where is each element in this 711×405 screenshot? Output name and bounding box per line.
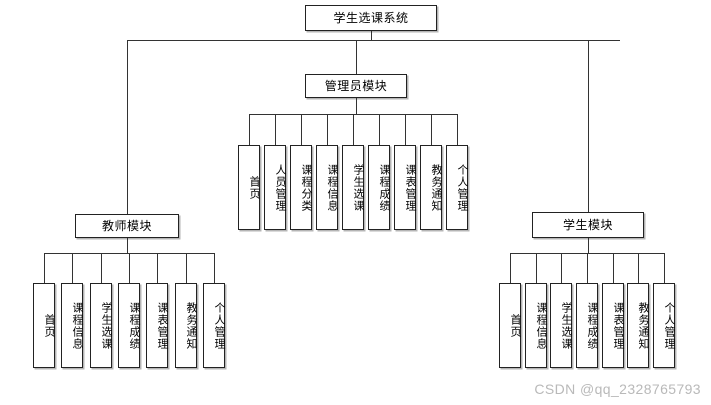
- connector-teacher-drop-1: [72, 253, 74, 283]
- node-admin-child-2[interactable]: 课程分类: [290, 145, 312, 230]
- node-admin-child-5-label: 课程成绩: [378, 163, 390, 212]
- connector-admin-drop-1: [275, 114, 276, 145]
- connector-teacher-bus: [44, 253, 214, 254]
- connector-student-bus: [509, 253, 665, 254]
- connector-admin-drop-3: [327, 114, 328, 145]
- connector-student-drop-0: [509, 253, 511, 283]
- node-admin-child-0[interactable]: 首页: [238, 145, 260, 230]
- node-module-student[interactable]: 学生模块: [532, 212, 644, 238]
- node-student-child-5[interactable]: 教务通知: [627, 283, 649, 368]
- node-admin-child-3-label: 课程信息: [326, 163, 338, 212]
- node-student-child-2[interactable]: 学生选课: [550, 283, 572, 368]
- connector-student-drop-1: [535, 253, 537, 283]
- connector-teacher-drop-6: [213, 253, 215, 283]
- node-student-child-1-label: 课程信息: [535, 301, 547, 350]
- node-teacher-child-6-label: 个人管理: [213, 301, 225, 350]
- node-admin-child-6-label: 课表管理: [404, 163, 416, 212]
- node-admin-child-2-label: 课程分类: [300, 163, 312, 212]
- node-admin-child-3[interactable]: 课程信息: [316, 145, 338, 230]
- node-teacher-child-1[interactable]: 课程信息: [61, 283, 83, 368]
- node-admin-child-0-label: 首页: [248, 175, 260, 200]
- connector-admin-stem: [356, 98, 357, 114]
- node-admin-child-6[interactable]: 课表管理: [394, 145, 416, 230]
- node-module-teacher-label: 教师模块: [101, 219, 152, 233]
- connector-admin-drop-7: [431, 114, 432, 145]
- node-teacher-child-4[interactable]: 课表管理: [146, 283, 168, 368]
- connector-student-drop-6: [664, 253, 666, 283]
- node-admin-child-1[interactable]: 人员管理: [264, 145, 286, 230]
- node-teacher-child-5-label: 教务通知: [185, 301, 197, 350]
- connector-teacher-drop-0: [44, 253, 46, 283]
- node-teacher-child-3-label: 课程成绩: [128, 301, 140, 350]
- connector-root-to-admin: [356, 40, 357, 74]
- node-teacher-child-5[interactable]: 教务通知: [175, 283, 197, 368]
- node-admin-child-8[interactable]: 个人管理: [446, 145, 468, 230]
- node-admin-child-4-label: 学生选课: [352, 163, 364, 212]
- connector-student-drop-3: [587, 253, 588, 283]
- node-student-child-0-label: 首页: [509, 313, 521, 338]
- connector-teacher-drop-5: [185, 253, 187, 283]
- connector-student-drop-4: [612, 253, 614, 283]
- connector-admin-drop-2: [301, 114, 302, 145]
- node-admin-child-8-label: 个人管理: [456, 163, 468, 212]
- node-student-child-5-label: 教务通知: [637, 301, 649, 350]
- node-teacher-child-2-label: 学生选课: [100, 301, 112, 350]
- node-module-admin[interactable]: 管理员模块: [305, 74, 407, 98]
- connector-teacher-drop-4: [157, 253, 159, 283]
- connector-teacher-drop-3: [129, 253, 130, 283]
- node-teacher-child-0-label: 首页: [43, 313, 55, 338]
- connector-teacher-drop-2: [100, 253, 102, 283]
- connector-root-stem: [371, 31, 372, 40]
- node-module-student-label: 学生模块: [562, 218, 613, 232]
- connector-admin-drop-6: [405, 114, 406, 145]
- connector-student-stem: [588, 238, 589, 253]
- node-student-child-3-label: 课程成绩: [586, 301, 598, 350]
- node-admin-child-5[interactable]: 课程成绩: [368, 145, 390, 230]
- connector-teacher-stem: [127, 238, 128, 253]
- connector-root-to-student: [588, 40, 589, 212]
- connector-student-drop-5: [638, 253, 640, 283]
- connector-admin-drop-5: [379, 114, 380, 145]
- node-admin-child-4[interactable]: 学生选课: [342, 145, 364, 230]
- node-teacher-child-2[interactable]: 学生选课: [90, 283, 112, 368]
- connector-admin-drop-4: [353, 114, 354, 145]
- node-module-admin-label: 管理员模块: [324, 79, 388, 93]
- node-student-child-4[interactable]: 课表管理: [602, 283, 624, 368]
- node-student-child-0[interactable]: 首页: [499, 283, 521, 368]
- node-teacher-child-6[interactable]: 个人管理: [203, 283, 225, 368]
- connector-root-to-teacher: [127, 40, 128, 214]
- connector-admin-drop-0: [249, 114, 250, 145]
- node-module-teacher[interactable]: 教师模块: [75, 214, 179, 238]
- node-teacher-child-1-label: 课程信息: [71, 301, 83, 350]
- node-student-child-1[interactable]: 课程信息: [525, 283, 547, 368]
- node-admin-child-7[interactable]: 教务通知: [420, 145, 442, 230]
- connector-root-bus: [128, 40, 620, 41]
- node-student-child-3[interactable]: 课程成绩: [576, 283, 598, 368]
- node-teacher-child-0[interactable]: 首页: [33, 283, 55, 368]
- node-root-label: 学生选课系统: [333, 11, 409, 25]
- node-student-child-6-label: 个人管理: [663, 301, 675, 350]
- connector-admin-drop-8: [457, 114, 458, 145]
- node-student-child-6[interactable]: 个人管理: [653, 283, 675, 368]
- node-teacher-child-4-label: 课表管理: [156, 301, 168, 350]
- node-teacher-child-3[interactable]: 课程成绩: [118, 283, 140, 368]
- node-student-child-4-label: 课表管理: [612, 301, 624, 350]
- connector-student-drop-2: [561, 253, 563, 283]
- node-admin-child-7-label: 教务通知: [430, 163, 442, 212]
- node-admin-child-1-label: 人员管理: [274, 163, 286, 212]
- node-root[interactable]: 学生选课系统: [305, 5, 437, 31]
- csdn-watermark: CSDN @qq_2328765793: [534, 381, 701, 397]
- node-student-child-2-label: 学生选课: [560, 301, 572, 350]
